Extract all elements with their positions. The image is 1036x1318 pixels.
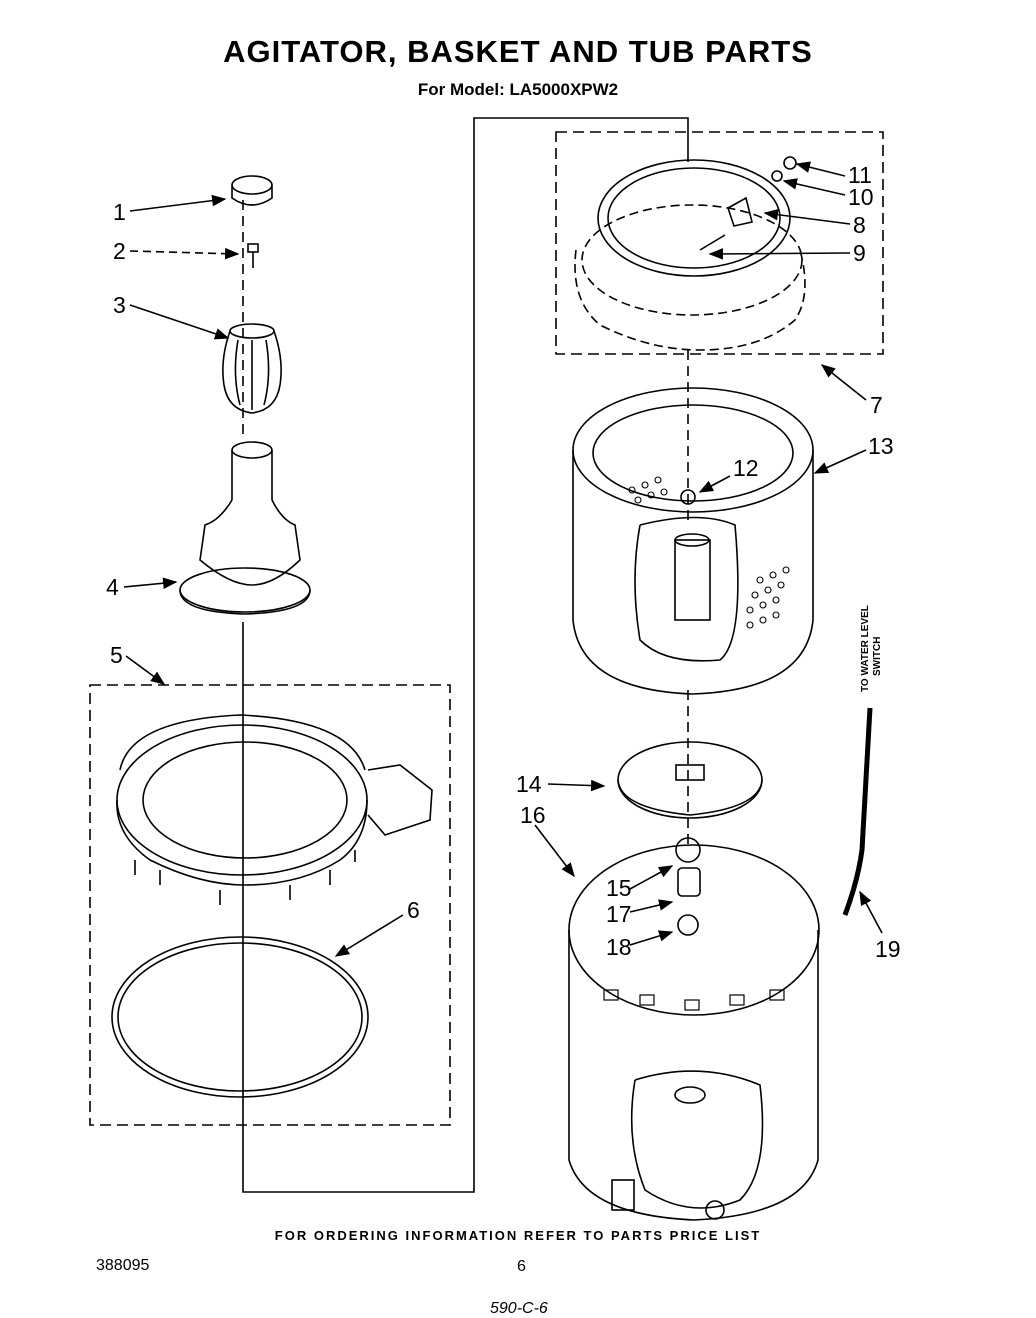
top-ring-group-box (555, 131, 884, 355)
callout-7: 7 (870, 392, 883, 418)
callout-3: 3 (113, 292, 126, 318)
outer-tub-part-16 (568, 844, 820, 1221)
callout-19: 19 (875, 936, 901, 962)
callout-18: 18 (606, 934, 632, 960)
tub-ring-part-7 (574, 159, 806, 351)
leader-lines (123, 161, 883, 957)
basket-part-13 (572, 387, 814, 695)
callout-5: 5 (110, 642, 123, 668)
hub-parts-15-17-18 (675, 837, 701, 936)
callout-8: 8 (853, 212, 866, 238)
callout-6: 6 (407, 897, 420, 923)
seal-part-6 (111, 936, 369, 1098)
side-note-line-2: SWITCH (872, 637, 883, 676)
callout-2: 2 (113, 238, 126, 264)
routing-line (242, 117, 689, 1193)
ordering-info-footer: FOR ORDERING INFORMATION REFER TO PARTS … (274, 1228, 762, 1243)
callout-11: 11 (848, 162, 872, 188)
agitator-barrel-part-3 (222, 323, 282, 414)
agitator-cap-part-1 (231, 175, 273, 206)
page-title: AGITATOR, BASKET AND TUB PARTS (223, 34, 813, 69)
tub-ring-group-box (89, 684, 451, 1126)
callout-17: 17 (606, 901, 632, 927)
callout-4: 4 (106, 574, 119, 600)
callout-15: 15 (606, 875, 632, 901)
callout-10: 10 (848, 184, 874, 210)
drive-block-part-14 (617, 741, 763, 819)
page-number: 6 (517, 1258, 526, 1275)
callout-16: 16 (520, 802, 546, 828)
fastener-parts-8-11 (699, 156, 797, 251)
model-subtitle: For Model: LA5000XPW2 (417, 80, 619, 99)
hose-part-19 (842, 707, 873, 916)
callout-12: 12 (733, 455, 759, 481)
agitator-base-part-4 (179, 441, 311, 615)
callout-13: 13 (868, 433, 894, 459)
callout-14: 14 (516, 771, 542, 797)
callout-1: 1 (113, 199, 126, 225)
document-number: 388095 (96, 1257, 150, 1274)
side-note-line-1: TO WATER LEVEL (860, 605, 871, 692)
tub-ring-part-5 (116, 714, 433, 905)
callout-labels: 1 2 3 4 5 6 7 8 9 10 11 12 13 14 15 16 1… (106, 162, 901, 962)
callout-9: 9 (853, 240, 866, 266)
handwritten-note: 590-C-6 (490, 1300, 548, 1317)
screw-part-2 (247, 243, 259, 268)
